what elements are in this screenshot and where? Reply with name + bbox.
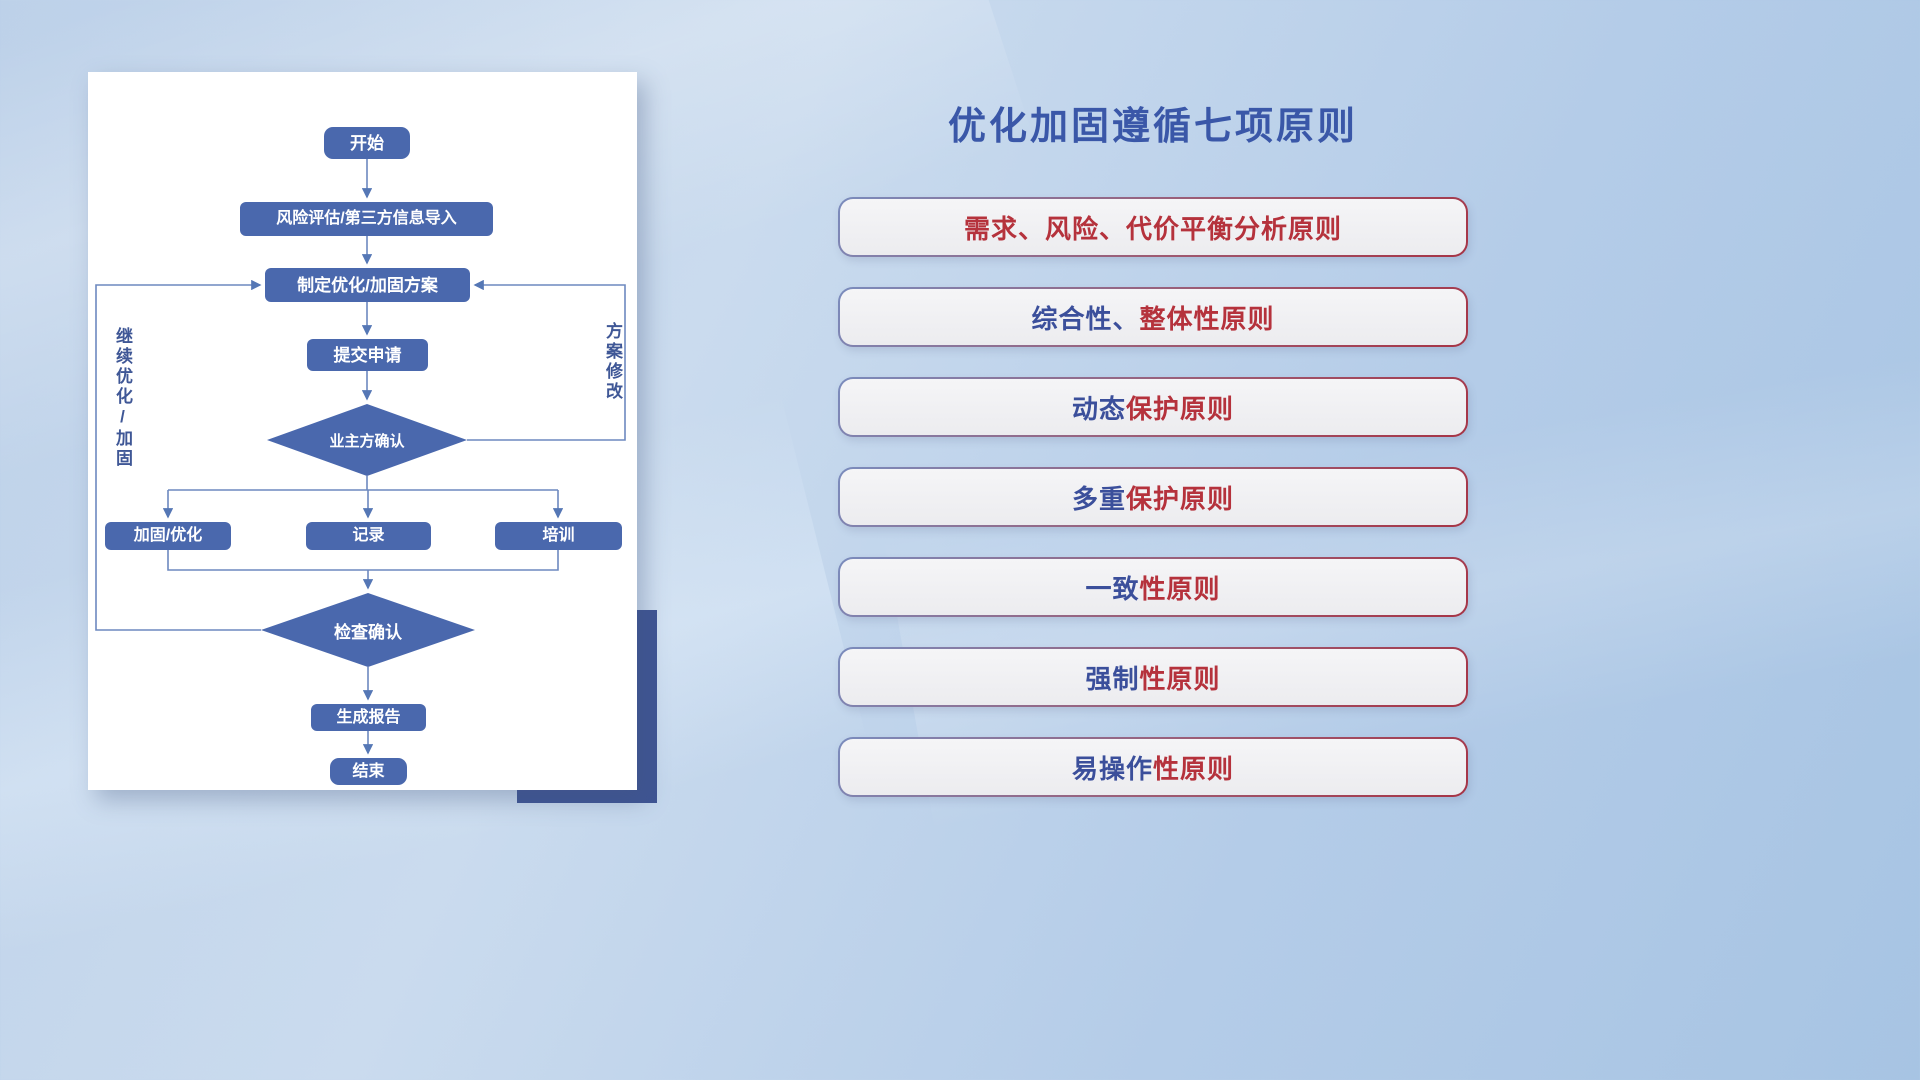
principle-text-red: 性原则 xyxy=(1139,573,1221,604)
flowchart-card: 开始 风险评估/第三方信息导入 制定优化/加固方案 提交申请 业主方确认 加固/… xyxy=(88,72,637,790)
principle-item-3: 动态保护原则 xyxy=(838,377,1468,437)
flow-node-end: 结束 xyxy=(330,758,407,785)
principle-item-6: 强制性原则 xyxy=(838,647,1468,707)
principle-text-red: 保护原则 xyxy=(1126,483,1235,514)
loop-label-continue-optimize: 继续优化/加固 xyxy=(113,327,132,469)
flow-node-training: 培训 xyxy=(495,522,622,550)
flow-node-risk-import: 风险评估/第三方信息导入 xyxy=(240,202,493,236)
principle-item-4: 多重保护原则 xyxy=(838,467,1468,527)
flow-connectors xyxy=(95,159,626,755)
principle-text-red: 需求、风险、代价平衡分析原则 xyxy=(963,213,1342,244)
principle-text-red: 整体性原则 xyxy=(1139,303,1275,334)
loop-label-plan-revise: 方案修改 xyxy=(603,322,622,402)
flow-node-make-plan: 制定优化/加固方案 xyxy=(265,268,470,302)
principle-text-blue: 动态 xyxy=(1071,393,1126,424)
principle-text-blue: 一致 xyxy=(1085,573,1140,604)
principle-text-red: 保护原则 xyxy=(1126,393,1235,424)
principle-text-red: 性原则 xyxy=(1139,663,1221,694)
principle-text-blue: 多重 xyxy=(1071,483,1126,514)
principle-text-red: 性原则 xyxy=(1153,753,1235,784)
principle-text-blue: 综合性、 xyxy=(1031,303,1140,334)
principles-list: 需求、风险、代价平衡分析原则 综合性、整体性原则 动态保护原则 多重保护原则 一… xyxy=(838,197,1468,797)
principle-text-blue: 强制 xyxy=(1085,663,1140,694)
flow-node-report: 生成报告 xyxy=(311,704,426,731)
flow-node-start: 开始 xyxy=(324,127,410,159)
principle-item-2: 综合性、整体性原则 xyxy=(838,287,1468,347)
principle-text-blue: 易操作 xyxy=(1071,753,1153,784)
principle-item-5: 一致性原则 xyxy=(838,557,1468,617)
flow-node-record: 记录 xyxy=(306,522,431,550)
flow-node-reinforce-optimize: 加固/优化 xyxy=(105,522,231,550)
principle-item-7: 易操作性原则 xyxy=(838,737,1468,797)
principle-item-1: 需求、风险、代价平衡分析原则 xyxy=(838,197,1468,257)
page-title: 优化加固遵循七项原则 xyxy=(947,106,1358,148)
flow-node-submit: 提交申请 xyxy=(307,339,428,371)
